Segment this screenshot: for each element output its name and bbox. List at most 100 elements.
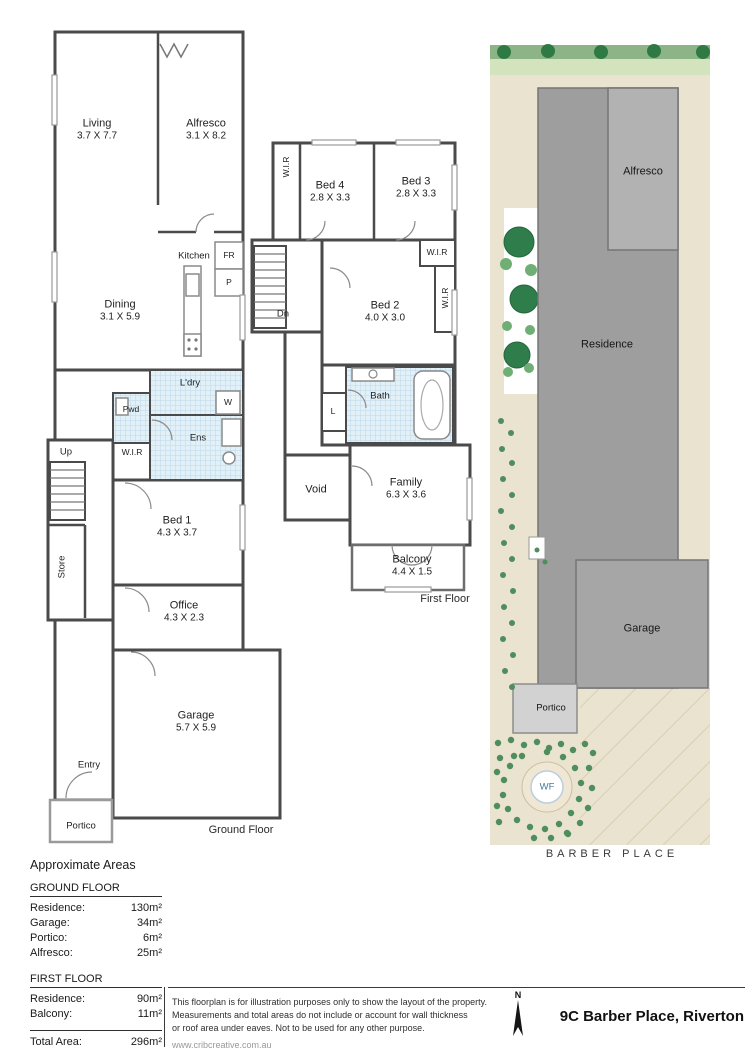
- verge-trees: [497, 44, 710, 59]
- room-label-dining: Dining 3.1 X 5.9: [99, 298, 141, 323]
- disclaimer-line: This floorplan is for illustration purpo…: [172, 997, 487, 1007]
- area-value: 6m²: [143, 932, 162, 944]
- area-row-balcony: Balcony: 11m²: [30, 1007, 162, 1022]
- site-label-residence: Residence: [581, 338, 633, 351]
- room-label-bed2: Bed 2 4.0 X 3.0: [364, 299, 406, 324]
- room-label-up: Up: [59, 446, 73, 458]
- site-plan: [490, 44, 710, 845]
- balcony-outline: [350, 543, 466, 592]
- first-interior-walls: [298, 143, 376, 240]
- first-stairs: [253, 245, 287, 329]
- first-door-arcs: [305, 220, 433, 566]
- room-label-dn: Dn: [276, 308, 290, 320]
- ground-door-arcs: [65, 213, 215, 799]
- site-label-alfresco: Alfresco: [623, 165, 663, 178]
- room-label-wir-c: W.I.R: [439, 287, 450, 309]
- first-fixtures: [351, 367, 451, 440]
- area-row-residence-ground: Residence: 130m²: [30, 901, 162, 916]
- water-feature-label: WF: [539, 781, 555, 793]
- area-value: 11m²: [137, 1008, 162, 1020]
- first-floor-caption: First Floor: [420, 593, 470, 605]
- room-label-linen: L: [330, 405, 336, 416]
- room-label-alfresco: Alfresco 3.1 X 8.2: [185, 117, 227, 142]
- north-label: N: [514, 990, 522, 1000]
- disclaimer-line: or roof area under eaves. Not to be used…: [172, 1023, 425, 1034]
- area-value: 25m²: [136, 947, 162, 959]
- room-label-portico-ground: Portico: [66, 820, 96, 832]
- area-value: 34m²: [136, 917, 162, 929]
- room-label-bed3: Bed 3 2.8 X 3.3: [395, 175, 437, 200]
- area-label: Residence:: [30, 993, 86, 1005]
- area-value: 130m²: [130, 902, 162, 914]
- room-label-balcony: Balcony 4.4 X 1.5: [391, 553, 433, 578]
- room-label-wir-b: W.I.R: [426, 246, 448, 257]
- ground-windows: [51, 74, 246, 551]
- room-label-wir-ground: W.I.R: [121, 446, 143, 457]
- room-label-laundry: L'dry: [179, 377, 201, 389]
- area-label: Balcony:: [30, 1008, 73, 1020]
- area-row-alfresco: Alfresco: 25m²: [30, 946, 162, 961]
- stove-burners: [187, 338, 198, 351]
- room-label-ensuite: Ens: [189, 432, 207, 444]
- area-label: Residence:: [30, 902, 86, 914]
- first-floor-heading: FIRST FLOOR: [30, 973, 162, 988]
- areas-title: Approximate Areas: [30, 858, 136, 872]
- garden-shrubs: [500, 258, 537, 377]
- bottom-garden-dots: [493, 736, 597, 842]
- site-portico: [512, 683, 578, 734]
- site-label-garage: Garage: [623, 622, 661, 635]
- linen-closet: [321, 392, 347, 432]
- room-label-bath: Bath: [370, 390, 390, 402]
- room-label-bed4: Bed 4 2.8 X 3.3: [309, 179, 351, 204]
- north-arrow-icon: [513, 1000, 523, 1036]
- site-garage: [575, 559, 709, 689]
- area-label: Garage:: [30, 917, 70, 929]
- disclaimer-text: This floorplan is for illustration purpo…: [172, 996, 487, 1052]
- room-label-pantry: P: [226, 276, 232, 287]
- property-address: 9C Barber Place, Riverton: [559, 1008, 744, 1025]
- garden-trees: [503, 226, 539, 369]
- room-label-family: Family 6.3 X 3.6: [385, 476, 427, 501]
- area-label: Portico:: [30, 932, 68, 944]
- room-label-void: Void: [305, 483, 327, 496]
- ground-floor-caption: Ground Floor: [208, 824, 274, 836]
- site-label-portico: Portico: [536, 702, 566, 714]
- street-name-label: BARBER PLACE: [545, 848, 679, 860]
- room-label-living: Living 3.7 X 7.7: [76, 117, 118, 142]
- room-label-bed1: Bed 1 4.3 X 3.7: [156, 514, 198, 539]
- room-label-store: Store: [56, 555, 68, 579]
- room-label-wir-a: W.I.R: [280, 156, 291, 178]
- areas-panel: Approximate Areas GROUND FLOOR Residence…: [30, 858, 162, 1050]
- first-windows: [311, 139, 473, 593]
- room-label-kitchen: Kitchen: [178, 250, 210, 262]
- room-label-garage-ground: Garage 5.7 X 5.9: [175, 709, 217, 734]
- room-label-washer: W: [223, 396, 233, 407]
- website-url: www.cribcreative.com.au: [172, 1040, 272, 1051]
- water-feature: [521, 761, 573, 813]
- room-label-office: Office 4.3 X 2.3: [163, 599, 205, 624]
- ground-interior-walls: [48, 32, 243, 618]
- room-label-fridge: FR: [223, 249, 235, 260]
- site-alfresco: [607, 87, 679, 251]
- area-label: Alfresco:: [30, 947, 73, 959]
- area-row-residence-first: Residence: 90m²: [30, 992, 162, 1007]
- room-label-powder: Pwd: [122, 403, 140, 414]
- shrub-dots: [498, 418, 548, 690]
- ground-stairs: [49, 461, 86, 521]
- portico-outline: [48, 798, 114, 844]
- disclaimer-line: Measurements and total areas do not incl…: [172, 1010, 468, 1021]
- area-row-total: Total Area: 296m²: [30, 1030, 162, 1050]
- room-label-entry: Entry: [77, 759, 101, 771]
- area-row-portico: Portico: 6m²: [30, 931, 162, 946]
- footer-vertical-divider: [164, 987, 165, 1047]
- total-area-value: 296m²: [130, 1036, 162, 1048]
- footer-divider: [168, 987, 745, 988]
- north-indicator: N: [507, 990, 529, 1043]
- area-value: 90m²: [136, 993, 162, 1005]
- ground-floor-heading: GROUND FLOOR: [30, 882, 162, 897]
- total-area-label: Total Area:: [30, 1036, 82, 1048]
- area-row-garage: Garage: 34m²: [30, 916, 162, 931]
- first-floor-walls: [250, 141, 472, 547]
